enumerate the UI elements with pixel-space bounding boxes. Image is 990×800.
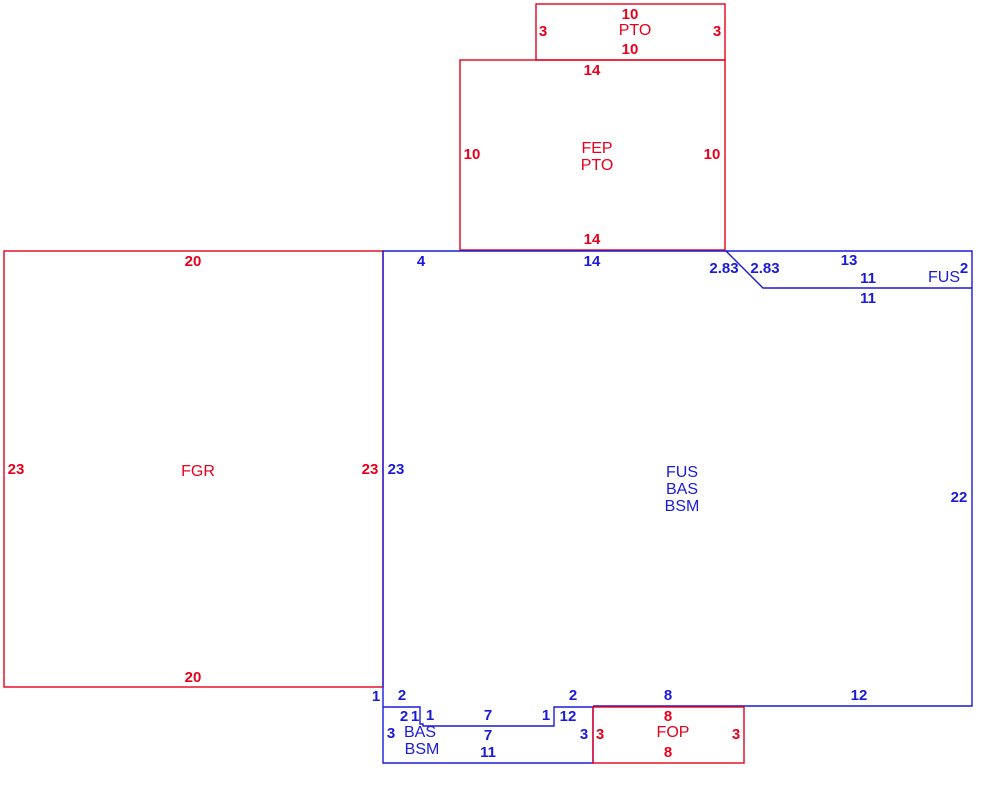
fep-pto-bottom-dim: 14 <box>584 231 601 248</box>
fus-small-right-dim: 2 <box>960 260 968 277</box>
main-diag-dim-2: 2.83 <box>750 260 779 277</box>
main-left-dim: 23 <box>388 461 405 478</box>
bas-1a-dim: 1 <box>411 708 419 725</box>
main-bottom-12-dim: 12 <box>851 687 868 704</box>
pto-small-right-dim: 3 <box>713 23 721 40</box>
fus-small-top-dim: 13 <box>841 252 858 269</box>
fop-right-dim: 3 <box>732 726 740 743</box>
bas-1b-dim: 1 <box>426 707 434 724</box>
main-bottom-1-dim: 1 <box>372 688 380 705</box>
fep-pto-top-dim: 14 <box>584 62 601 79</box>
bas-7b-dim: 7 <box>484 727 492 744</box>
bas-1c-dim: 1 <box>542 707 550 724</box>
fop-label: FOP <box>657 724 690 741</box>
fep-pto-left-dim: 10 <box>464 146 481 163</box>
main-right-dim: 22 <box>951 489 968 506</box>
bas-bsm-outline <box>382 706 594 764</box>
bas-bottom-dim: 11 <box>480 744 496 761</box>
main-top-left-dim: 4 <box>417 253 426 270</box>
main-bas-label: BAS <box>666 481 698 498</box>
bas-7a-dim: 7 <box>484 707 492 724</box>
fep-pto-outline <box>459 59 726 251</box>
fop-left-dim: 3 <box>596 726 604 743</box>
main-bsm-label: BSM <box>665 498 700 515</box>
main-bottom-2a-dim: 2 <box>398 687 406 704</box>
fep-pto-right-dim: 10 <box>704 146 721 163</box>
pto-small-left-dim: 3 <box>539 23 547 40</box>
bas-label: BAS <box>404 724 436 741</box>
bsm-label: BSM <box>405 741 440 758</box>
main-diag-dim-1: 2.83 <box>709 260 738 277</box>
fgr-right-dim: 23 <box>362 461 379 478</box>
fep-pto-label: PTO <box>581 157 614 174</box>
main-top-mid-dim: 14 <box>584 253 601 270</box>
fop-top-dim: 8 <box>664 708 672 725</box>
bas-left-dim: 3 <box>387 725 395 742</box>
main-fus-label: FUS <box>666 464 698 481</box>
bas-12-dim: 12 <box>560 708 577 725</box>
main-bottom-2b-dim: 2 <box>569 687 577 704</box>
bas-right-dim: 3 <box>580 726 588 743</box>
pto-small-bottom-dim: 10 <box>622 41 639 58</box>
fop-outline <box>592 706 745 764</box>
fus-small-inner-dim: 11 <box>860 270 876 287</box>
fgr-left-dim: 23 <box>8 461 25 478</box>
main-outline <box>382 250 973 707</box>
fop-bottom-dim: 8 <box>664 744 672 761</box>
fgr-top-dim: 20 <box>185 253 202 270</box>
fus-small-label: FUS <box>928 269 960 286</box>
main-bottom-8-dim: 8 <box>664 687 672 704</box>
fus-small-outline <box>726 250 973 288</box>
pto-small-top-dim: 10 <box>622 6 639 23</box>
fep-label: FEP <box>581 140 612 157</box>
pto-small-label: PTO <box>619 22 652 39</box>
fgr-bottom-dim: 20 <box>185 669 202 686</box>
fus-small-bottom-dim: 11 <box>860 290 876 307</box>
bas-2-dim: 2 <box>400 708 408 725</box>
fgr-label: FGR <box>181 463 215 480</box>
